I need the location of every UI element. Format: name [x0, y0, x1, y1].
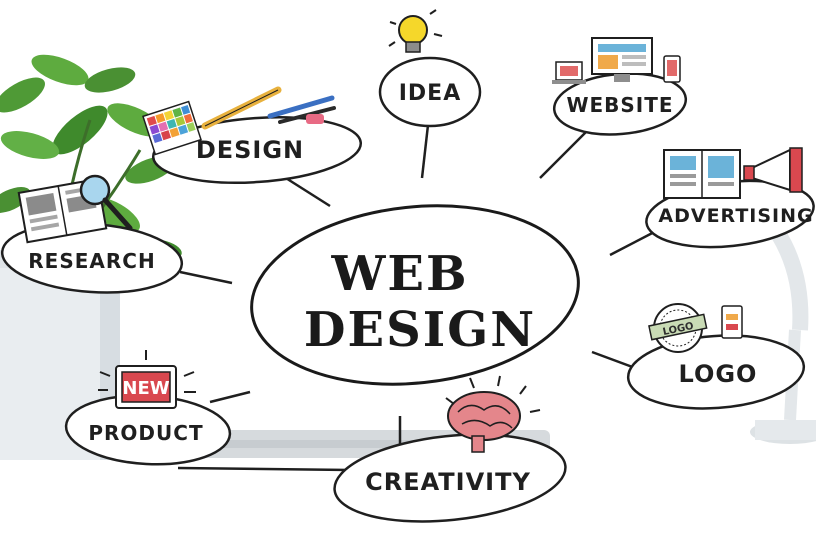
- new-sign-icon: NEW: [98, 350, 196, 409]
- node-website-label: WEBSITE: [566, 93, 673, 117]
- center-node: WEB DESIGN: [250, 204, 580, 386]
- magnifier-icon: [79, 174, 133, 231]
- node-design: DESIGN: [142, 86, 363, 184]
- center-title-line2: DESIGN: [304, 302, 536, 358]
- node-research-label: RESEARCH: [28, 249, 155, 273]
- node-product-label: PRODUCT: [88, 421, 203, 445]
- node-research: RESEARCH: [0, 174, 184, 294]
- node-advertising: ADVERTISING: [645, 147, 815, 249]
- color-palette-icon: [142, 100, 202, 156]
- megaphone-icon: [743, 147, 803, 193]
- node-website: WEBSITE: [552, 37, 688, 136]
- node-creativity: CREATIVITY: [333, 375, 567, 523]
- new-sign-text: NEW: [122, 378, 169, 399]
- node-creativity-label: CREATIVITY: [365, 468, 531, 496]
- center-title-line1: WEB: [330, 246, 468, 302]
- magazine-icon: [663, 149, 741, 199]
- brain-icon: [445, 375, 541, 453]
- laptop-monitor-phone-icon: [552, 37, 681, 84]
- node-advertising-label: ADVERTISING: [658, 205, 813, 227]
- node-design-label: DESIGN: [196, 136, 304, 164]
- pencils-icon: [201, 86, 336, 130]
- logo-badge-icon: LOGO: [648, 303, 743, 353]
- lightbulb-icon: [388, 9, 443, 53]
- node-idea-label: IDEA: [399, 81, 462, 106]
- node-product: PRODUCT NEW: [64, 350, 232, 466]
- node-idea: IDEA: [378, 9, 482, 128]
- node-logo: LOGO LOGO: [626, 303, 806, 410]
- node-logo-label: LOGO: [679, 360, 758, 388]
